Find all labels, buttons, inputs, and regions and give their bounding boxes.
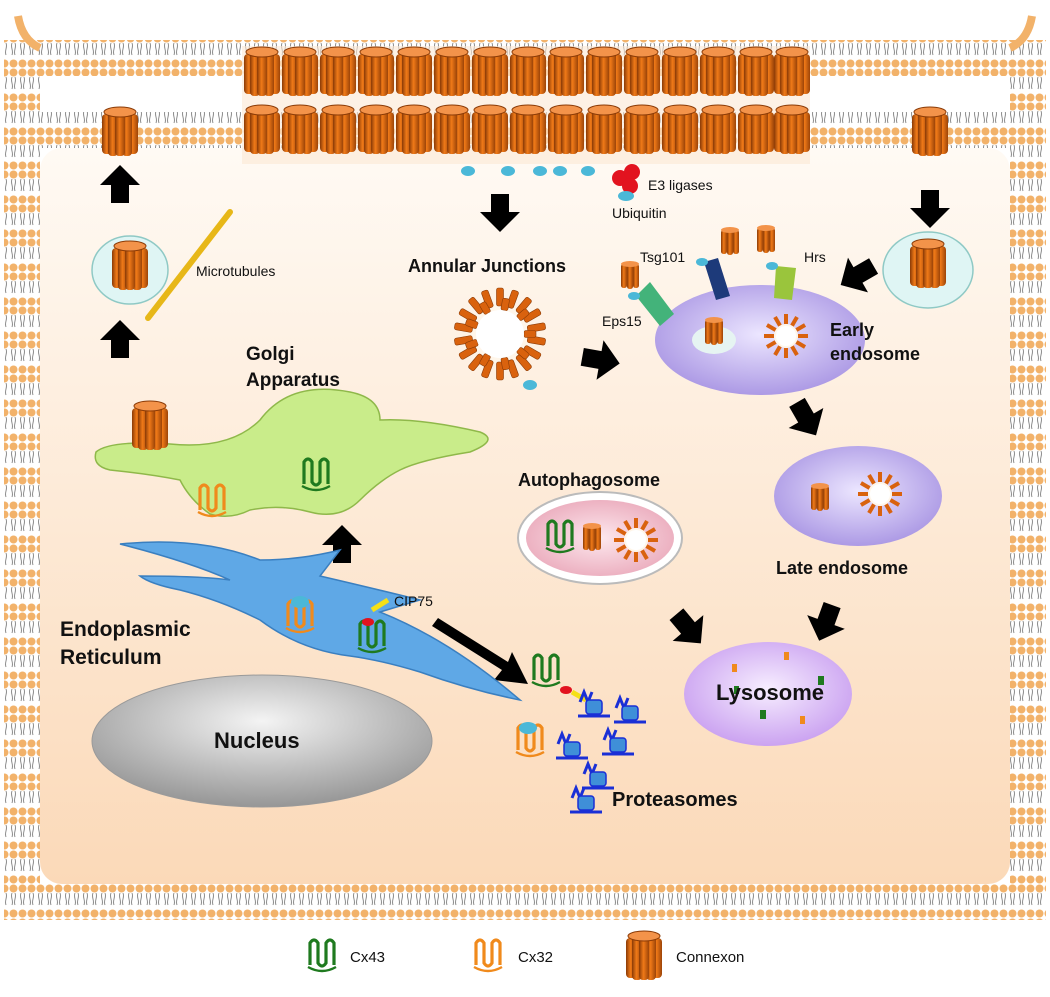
cx43-protein-icon [306,938,338,973]
autophagosome [517,491,683,585]
transport-vesicle [91,235,169,305]
eps15-label: Eps15 [602,313,642,329]
lysosome-label: Lysosome [716,680,824,705]
proteasomes-label: Proteasomes [612,789,738,811]
legend-label-cx32: Cx32 [518,949,553,966]
endoplasmic-reticulum [119,541,523,702]
early-endosome [655,285,865,395]
connexon-icon [625,930,663,981]
membrane-connexon-left [101,106,139,157]
er-label-line2: Reticulum [60,646,162,669]
proteasome-cluster [514,653,648,814]
cx32-protein-icon [472,938,504,973]
early-endosome-label-line2: endosome [830,344,920,364]
tsg101-label: Tsg101 [640,249,685,265]
legend-label-connexon: Connexon [676,949,744,966]
golgi-label-line2: Apparatus [246,370,340,391]
er-label-line1: Endoplasmic [60,618,191,641]
cip75-label: CIP75 [394,593,433,609]
ubiquitin-tags [461,166,595,176]
endocytic-vesicle [882,231,974,309]
nucleus-label: Nucleus [214,728,300,753]
microtubules-label: Microtubules [196,263,275,279]
e3-ligase-icon [612,164,640,201]
trafficking-arrows [100,165,950,684]
nucleus [91,674,433,808]
legend-item-connexon: Connexon [625,930,744,981]
gap-junction-plaque [242,46,811,176]
hrs-label: Hrs [804,249,826,265]
early-endosome-label-line1: Early [830,320,874,340]
membrane-connexon-right [911,106,949,157]
endocytic-adaptors [621,225,796,326]
legend-item-cx32: Cx32 [472,938,553,973]
lysosome [684,642,852,746]
legend-label-cx43: Cx43 [350,949,385,966]
late-endosome [774,446,942,546]
autophagosome-label: Autophagosome [518,470,660,490]
golgi-apparatus [94,388,489,518]
legend: Cx43 Cx32 Connexon [306,930,744,981]
ubiquitin-label: Ubiquitin [612,205,666,221]
e3-ligases-label: E3 ligases [648,177,713,193]
microtubule [145,209,233,321]
golgi-label-line1: Golgi [246,344,295,365]
legend-item-cx43: Cx43 [306,938,385,973]
annular-junctions-label: Annular Junctions [408,256,566,276]
late-endosome-label: Late endosome [776,558,908,578]
